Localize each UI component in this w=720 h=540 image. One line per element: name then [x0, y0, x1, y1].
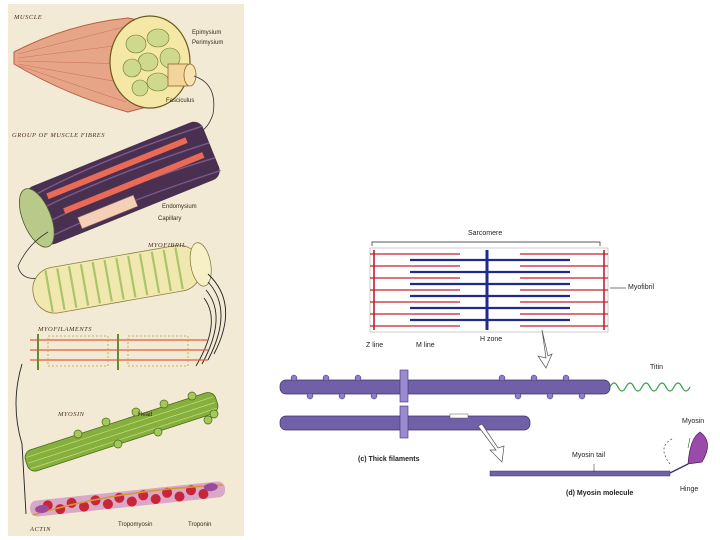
- myosin-head-label: Head: [138, 412, 152, 418]
- perimysium-label: Perimysium: [192, 40, 223, 46]
- myofilaments-title: MYOFILAMENTS: [38, 326, 92, 333]
- actin-title: ACTIN: [30, 526, 51, 533]
- muscle-structure-illustration: MUSCLE Epimysium Perimysium Fasciculus G…: [8, 4, 244, 536]
- myosin-molecule-caption: (d) Myosin molecule: [566, 490, 633, 497]
- tropomyosin-label: Tropomyosin: [118, 522, 152, 528]
- h-zone-label: H zone: [480, 336, 502, 343]
- sarcomere-drawing: [270, 228, 720, 540]
- endomysium-label: Endomysium: [162, 204, 197, 210]
- epimysium-label: Epimysium: [192, 30, 221, 36]
- hinge-label: Hinge: [680, 486, 698, 493]
- titin-label: Titin: [650, 364, 663, 371]
- sarcomere-illustration: Sarcomere Myofibril Z line M line H zone…: [270, 228, 720, 540]
- myosin-title: MYOSIN: [58, 411, 84, 418]
- m-line-label: M line: [416, 342, 435, 349]
- fasciculus-label: Fasciculus: [166, 98, 194, 104]
- sarcomere-label: Sarcomere: [468, 230, 502, 237]
- troponin-label: Troponin: [188, 522, 211, 528]
- myosin-tail-label: Myosin tail: [572, 452, 605, 459]
- myofibril-title: MYOFIBRIL: [148, 242, 186, 249]
- myosin-label: Myosin: [682, 418, 704, 425]
- z-line-label: Z line: [366, 342, 383, 349]
- muscle-title: MUSCLE: [14, 14, 42, 21]
- muscle-structure-drawing: [8, 4, 244, 536]
- fibres-title: GROUP OF MUSCLE FIBRES: [12, 132, 105, 139]
- myofibril-label: Myofibril: [628, 284, 654, 291]
- capillary-label: Capillary: [158, 216, 181, 222]
- thick-filaments-caption: (c) Thick filaments: [358, 456, 419, 463]
